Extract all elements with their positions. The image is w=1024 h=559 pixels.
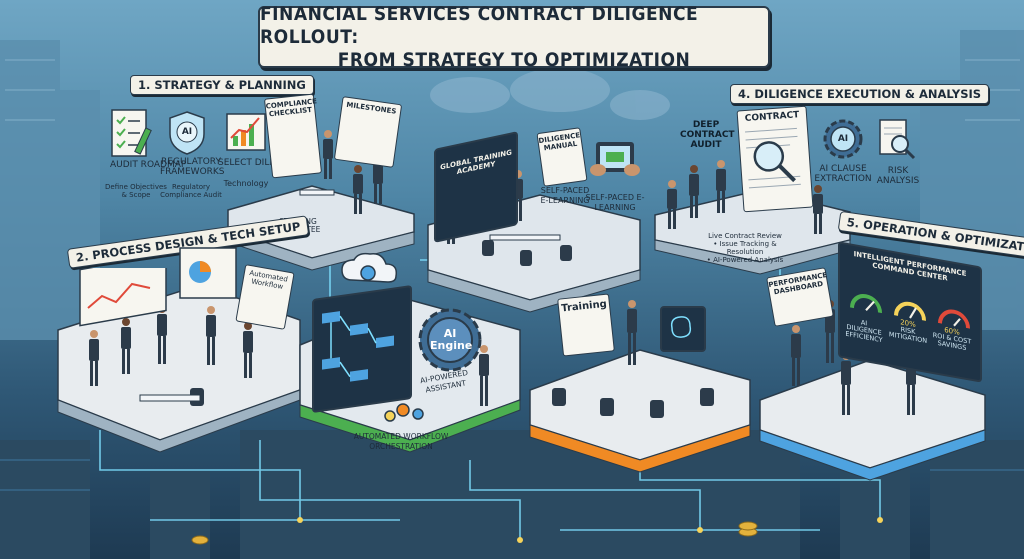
ai-gear-badge: AI [837,134,849,144]
diligence-manual-title: DILIGENCE MANUAL [538,131,581,153]
compliance-checklist-title: COMPLIANCE CHECKLIST [265,97,318,119]
training-board: Training [557,293,615,357]
ai-engine-label: AI Engine [430,327,473,352]
contract-document: CONTRACT [736,105,814,213]
command-center-screen: INTELLIGENT PERFORMANCE COMMAND CENTER A… [838,241,982,383]
title-line-1: FINANCIAL SERVICES CONTRACT DILIGENCE RO… [260,2,699,48]
ai-gear-icon [823,119,863,159]
diligence-manual-book: DILIGENCE MANUAL [536,127,588,187]
phase-4-label: 4. DILIGENCE EXECUTION & ANALYSIS [730,84,990,104]
self-paced-elearning-1: SELF-PACED E-LEARNING [540,186,590,205]
regulatory-audit-label: Regulatory Compliance Audit [160,183,222,199]
audit-roadmap-label: AUDIT ROADMAP [110,160,187,170]
define-objectives-label: Define Objectives & Scope [105,183,167,199]
ai-clause-extraction-label: AI CLAUSE EXTRACTION [814,164,872,184]
pie-chart-screen [179,247,237,299]
global-training-academy-title: GLOBAL TRAINING ACADEMY [440,148,512,177]
issue-tracking-line: • Issue Tracking & Resolution [713,240,777,256]
magnifier-icon [745,127,801,189]
workflow-diagram [322,311,394,382]
risk-analysis-icon [879,119,916,160]
ai-badge-text: AI [181,127,193,137]
select-diligence-label: SELECT DILIGENCE [218,158,304,168]
automated-workflow-board: Automated Workflow [235,264,295,330]
training-title: Training [560,298,608,315]
phase-1-label: 1. STRATEGY & PLANNING [130,75,314,95]
ai-analysis-line: • AI-Powered Analysis [706,256,784,264]
live-review-line: Live Contract Review [708,232,782,240]
automated-orchestration-label: AUTOMATED WORKFLOW ORCHESTRATION [353,432,449,451]
live-review-text: Live Contract Review • Issue Tracking & … [700,232,790,264]
brain-ai-monitor [660,306,706,352]
gauge-dials [850,294,970,329]
compliance-checklist-board: COMPLIANCE CHECKLIST [263,93,323,179]
deep-contract-audit-label: DEEP CONTRACT AUDIT [680,120,735,150]
analytics-dashboard-screen [79,268,167,327]
self-paced-elearning-2: SELF-PACED E-LEARNING [585,193,645,212]
tablet-elearning-icon [590,142,640,176]
brain-icon [670,316,692,338]
technology-label: Technology [223,179,269,188]
checklist-icon [111,109,152,157]
page-title: FINANCIAL SERVICES CONTRACT DILIGENCE RO… [258,2,770,71]
milestones-board: MILESTONES [333,96,403,168]
risk-analysis-label: RISK ANALYSIS [876,166,920,186]
title-line-2: FROM STRATEGY TO OPTIMIZATION [337,48,691,71]
performance-dashboard-board: PERFORMANCE DASHBOARD [766,267,834,327]
ai-shield-icon [169,111,205,155]
regulatory-frameworks-label: REGULATORY FRAMEWORKS [160,157,225,177]
growth-chart-icon [226,113,266,151]
global-training-academy-screen: GLOBAL TRAINING ACADEMY [434,131,518,243]
workflow-monitor [312,284,412,414]
